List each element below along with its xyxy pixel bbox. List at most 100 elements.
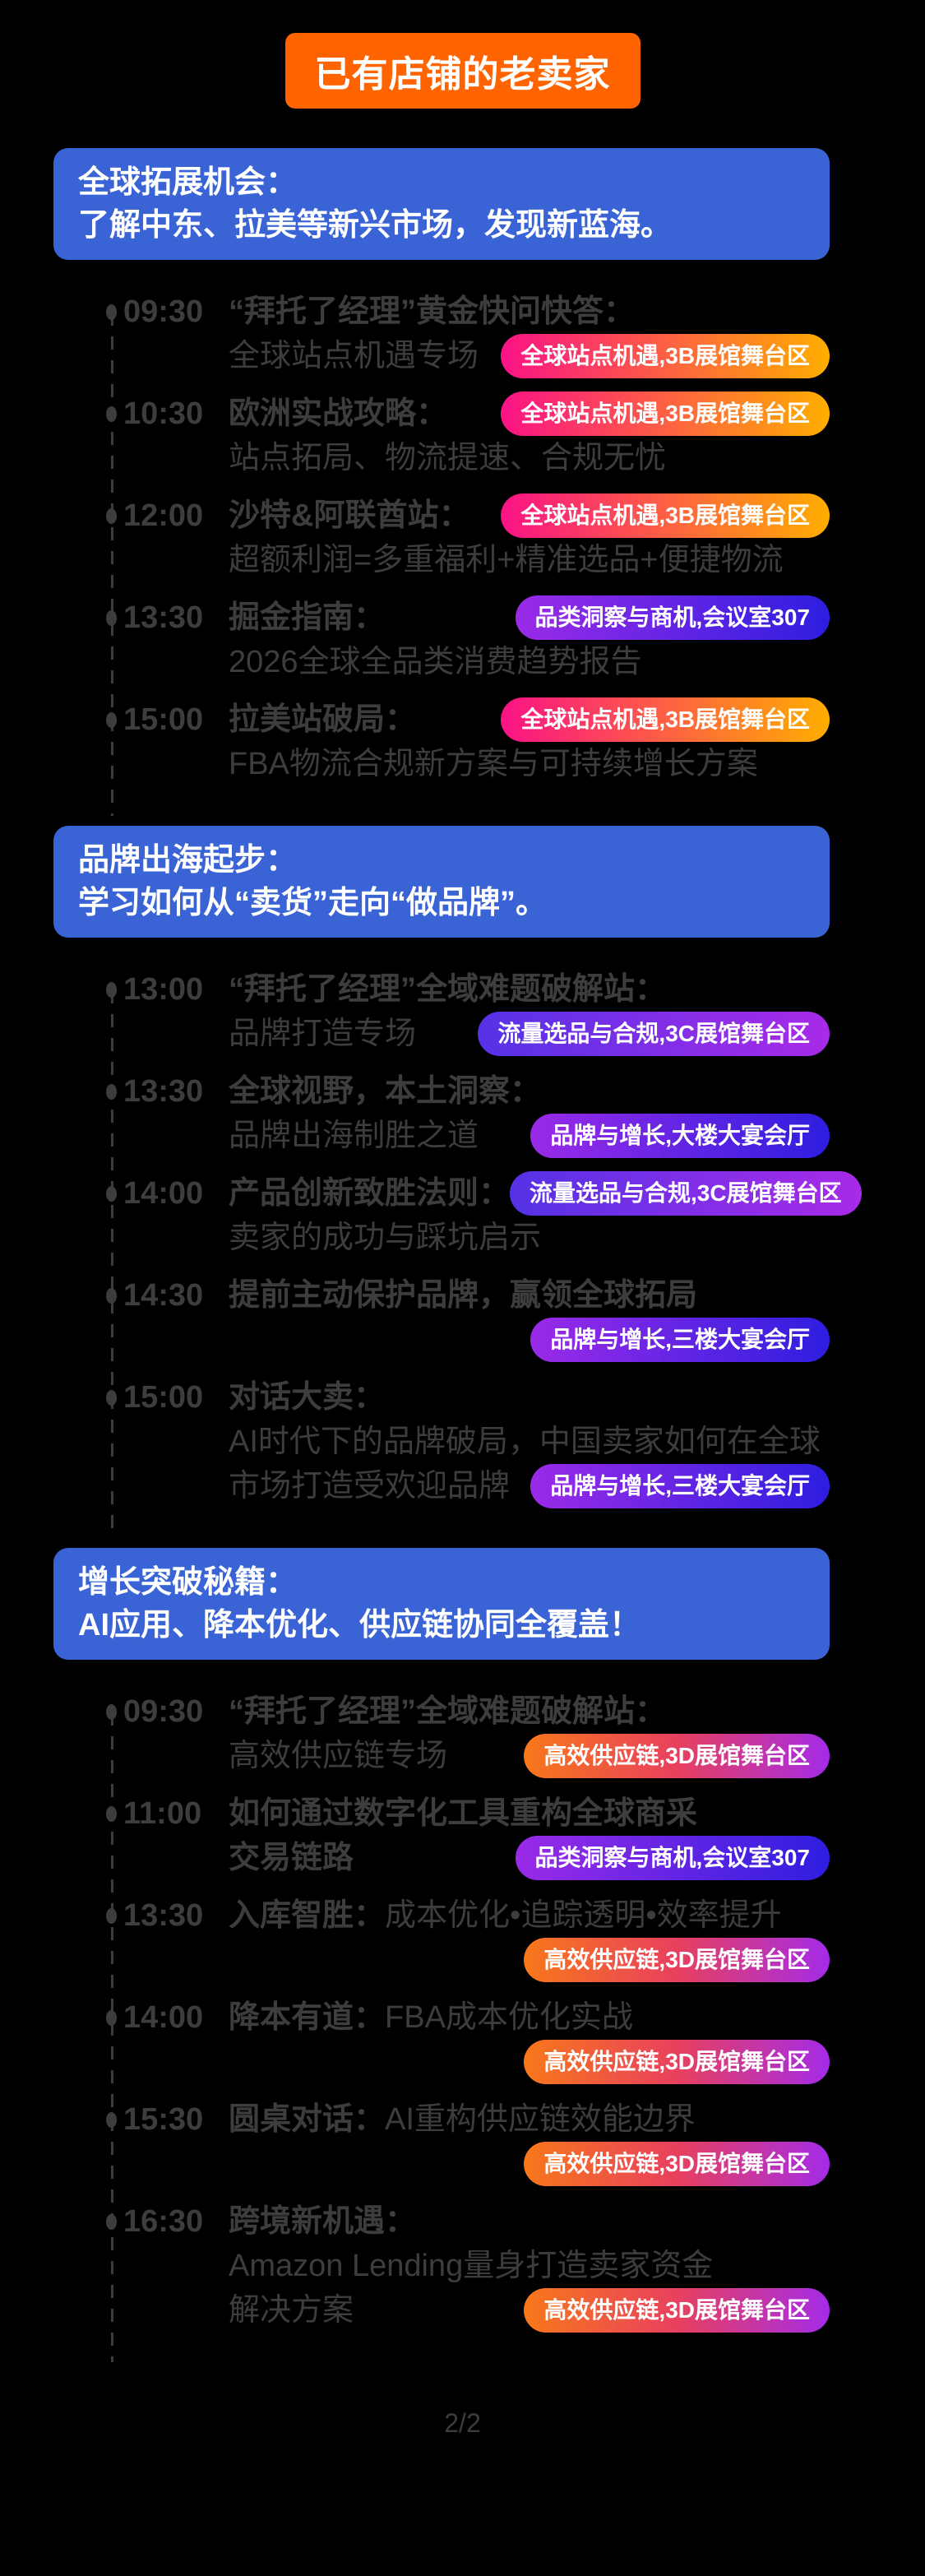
- session-row: Amazon Lending量身打造卖家资金: [229, 2244, 830, 2288]
- session-title: 提前主动保护品牌，赢领全球拓局: [229, 1273, 697, 1318]
- session-title: 降本有道：FBA成本优化实战: [229, 1995, 633, 2040]
- session-subtitle: 解决方案: [229, 2288, 354, 2333]
- location-pill: 全球站点机遇,3B展馆舞台区: [501, 697, 830, 742]
- session-time: 14:00: [123, 1176, 204, 1211]
- timeline-dashed-line: [111, 990, 113, 1538]
- session-row: “拜托了经理”全域难题破解站：: [229, 967, 830, 1012]
- timeline-dot: [106, 1806, 117, 1822]
- title-text: 沙特&阿联酋站：: [229, 498, 470, 533]
- session-rows: 产品创新致胜法则：流量选品与合规,3C展馆舞台区卖家的成功与踩坑启示: [229, 1171, 862, 1260]
- session-title: “拜托了经理”全域难题破解站：: [229, 1689, 666, 1734]
- session-row: 降本有道：FBA成本优化实战: [229, 1995, 830, 2040]
- session-row: 卖家的成功与踩坑启示: [229, 1216, 830, 1260]
- session-subtitle: 高效供应链专场: [229, 1734, 447, 1778]
- session-item: 09:30“拜托了经理”全域难题破解站：高效供应链专场高效供应链,3D展馆舞台区: [100, 1689, 830, 1778]
- session-row: 品牌与增长,三楼大宴会厅: [229, 1318, 830, 1362]
- session-rows: 全球视野，本土洞察：品牌出海制胜之道 品牌与增长,大楼大宴会厅: [229, 1069, 830, 1158]
- session-subtitle: FBA物流合规新方案与可持续增长方案: [229, 742, 758, 786]
- subtitle-text: 品牌打造专场: [229, 1017, 417, 1051]
- session-row: 入库智胜：成本优化•追踪透明•效率提升: [229, 1893, 830, 1938]
- title-text: 如何通过数字化工具重构全球商采: [229, 1796, 698, 1831]
- subtitle-text: 全球站点机遇专场: [229, 339, 479, 373]
- session-rows: 圆桌对话：AI重构供应链效能边界高效供应链,3D展馆舞台区: [229, 2097, 830, 2186]
- session-title: 对话大卖：: [229, 1375, 385, 1420]
- session-subtitle: 品牌打造专场: [229, 1012, 416, 1056]
- session-rows: 跨境新机遇： Amazon Lending量身打造卖家资金解决方案 高效供应链,3D…: [229, 2199, 830, 2333]
- title-text: “拜托了经理”全域难题破解站：: [229, 972, 667, 1007]
- session-title: 拉美站破局：: [229, 697, 416, 742]
- session-subtitle: 站点拓局、物流提速、合规无忧: [229, 436, 666, 480]
- session-title: 产品创新致胜法则：: [229, 1171, 510, 1216]
- timeline-dashed-line: [111, 313, 113, 816]
- page-footer: 2/2: [444, 2408, 481, 2438]
- session-row: 圆桌对话：AI重构供应链效能边界: [229, 2097, 830, 2142]
- session-rows: 沙特&阿联酋站：全球站点机遇,3B展馆舞台区超额利润=多重福利+精准选品+便捷物…: [229, 493, 830, 582]
- location-pill: 高效供应链,3D展馆舞台区: [524, 2288, 830, 2333]
- session-time: 15:00: [123, 1380, 204, 1415]
- timeline-dot: [106, 1186, 117, 1202]
- session-title: 如何通过数字化工具重构全球商采: [229, 1791, 697, 1836]
- session-time: 09:30: [123, 294, 204, 329]
- timeline-dot: [106, 1084, 117, 1100]
- location-pill: 高效供应链,3D展馆舞台区: [524, 1734, 830, 1778]
- session-title: 跨境新机遇：: [229, 2199, 416, 2244]
- session-time: 13:00: [123, 972, 204, 1007]
- subtitle-text: 高效供应链专场: [229, 1739, 448, 1773]
- subtitle-text: 卖家的成功与踩坑启示: [229, 1221, 542, 1255]
- banner-line: 全球拓展机会：: [78, 165, 298, 200]
- location-pill: 高效供应链,3D展馆舞台区: [524, 2142, 830, 2186]
- session-row: AI时代下的品牌破局，中国卖家如何在全球: [229, 1420, 830, 1464]
- location-pill: 流量选品与合规,3C展馆舞台区: [510, 1171, 862, 1216]
- subtitle-text: Amazon Lending量身打造卖家资金: [229, 2249, 714, 2283]
- session-title: 全球视野，本土洞察：: [229, 1069, 541, 1114]
- section-banner: 品牌出海起步：学习如何从“卖货”走向“做品牌”。: [53, 826, 830, 938]
- timeline-dashed-line: [111, 1712, 113, 2362]
- session-title: 掘金指南：: [229, 595, 385, 640]
- banner-line: 增长突破秘籍：: [78, 1565, 298, 1600]
- session-title: 交易链路: [229, 1836, 354, 1880]
- timeline-dot: [106, 1288, 117, 1304]
- session-subtitle: 2026全球全品类消费趋势报告: [229, 640, 642, 684]
- location-pill: 品牌与增长,大楼大宴会厅: [530, 1114, 830, 1158]
- session-row: 全球视野，本土洞察：: [229, 1069, 830, 1114]
- session-title: “拜托了经理”黄金快问快答：: [229, 290, 635, 334]
- title-text: 交易链路: [229, 1841, 354, 1875]
- session-row: 产品创新致胜法则：流量选品与合规,3C展馆舞台区: [229, 1171, 862, 1216]
- section-1: 品牌出海起步：学习如何从“卖货”走向“做品牌”。 13:00 “拜托了经理”全域难题…: [0, 826, 925, 1538]
- session-row: 跨境新机遇：: [229, 2199, 830, 2244]
- session-row: 2026全球全品类消费趋势报告: [229, 640, 830, 684]
- session-rows: “拜托了经理”全域难题破解站： 高效供应链专场 高效供应链,3D展馆舞台区: [229, 1689, 830, 1778]
- title-text: 跨境新机遇：: [229, 2204, 417, 2239]
- session-rows: “拜托了经理”黄金快问快答：全球站点机遇专场全球站点机遇,3B展馆舞台区: [229, 290, 830, 378]
- session-time: 13:30: [123, 1074, 204, 1109]
- timeline-dot: [106, 712, 117, 728]
- session-item: 10:30 欧洲实战攻略：全球站点机遇,3B展馆舞台区站点拓局、物流提速、合规无忧: [100, 391, 830, 480]
- sections: 全球拓展机会：了解中东、拉美等新兴市场，发现新蓝海。09:30“拜托了经理”黄金…: [0, 148, 925, 2362]
- session-subtitle: 品牌出海制胜之道: [229, 1114, 479, 1158]
- session-row: FBA物流合规新方案与可持续增长方案: [229, 742, 830, 786]
- session-subtitle: Amazon Lending量身打造卖家资金: [229, 2244, 713, 2288]
- location-pill: 品类洞察与商机,会议室307: [515, 595, 830, 640]
- location-pill: 全球站点机遇,3B展馆舞台区: [501, 493, 830, 538]
- timeline: 09:30“拜托了经理”全域难题破解站：高效供应链专场高效供应链,3D展馆舞台区…: [100, 1689, 830, 2362]
- session-row: 拉美站破局： 全球站点机遇,3B展馆舞台区: [229, 697, 830, 742]
- session-time: 10:30: [123, 396, 204, 431]
- schedule-page: { "page": { "badge": "已有店铺的老卖家", "footer…: [0, 33, 925, 2576]
- session-rows: 降本有道：FBA成本优化实战高效供应链,3D展馆舞台区: [229, 1995, 830, 2084]
- banner-line: AI应用、降本优化、供应链协同全覆盖！: [78, 1608, 641, 1642]
- session-rows: 欧洲实战攻略：全球站点机遇,3B展馆舞台区站点拓局、物流提速、合规无忧: [229, 391, 830, 480]
- session-rows: 入库智胜：成本优化•追踪透明•效率提升高效供应链,3D展馆舞台区: [229, 1893, 830, 1982]
- timeline-dot: [106, 304, 117, 320]
- session-row: 如何通过数字化工具重构全球商采: [229, 1791, 830, 1836]
- title-text: 降本有道：: [229, 2000, 386, 2035]
- timeline-dot: [106, 1704, 117, 1720]
